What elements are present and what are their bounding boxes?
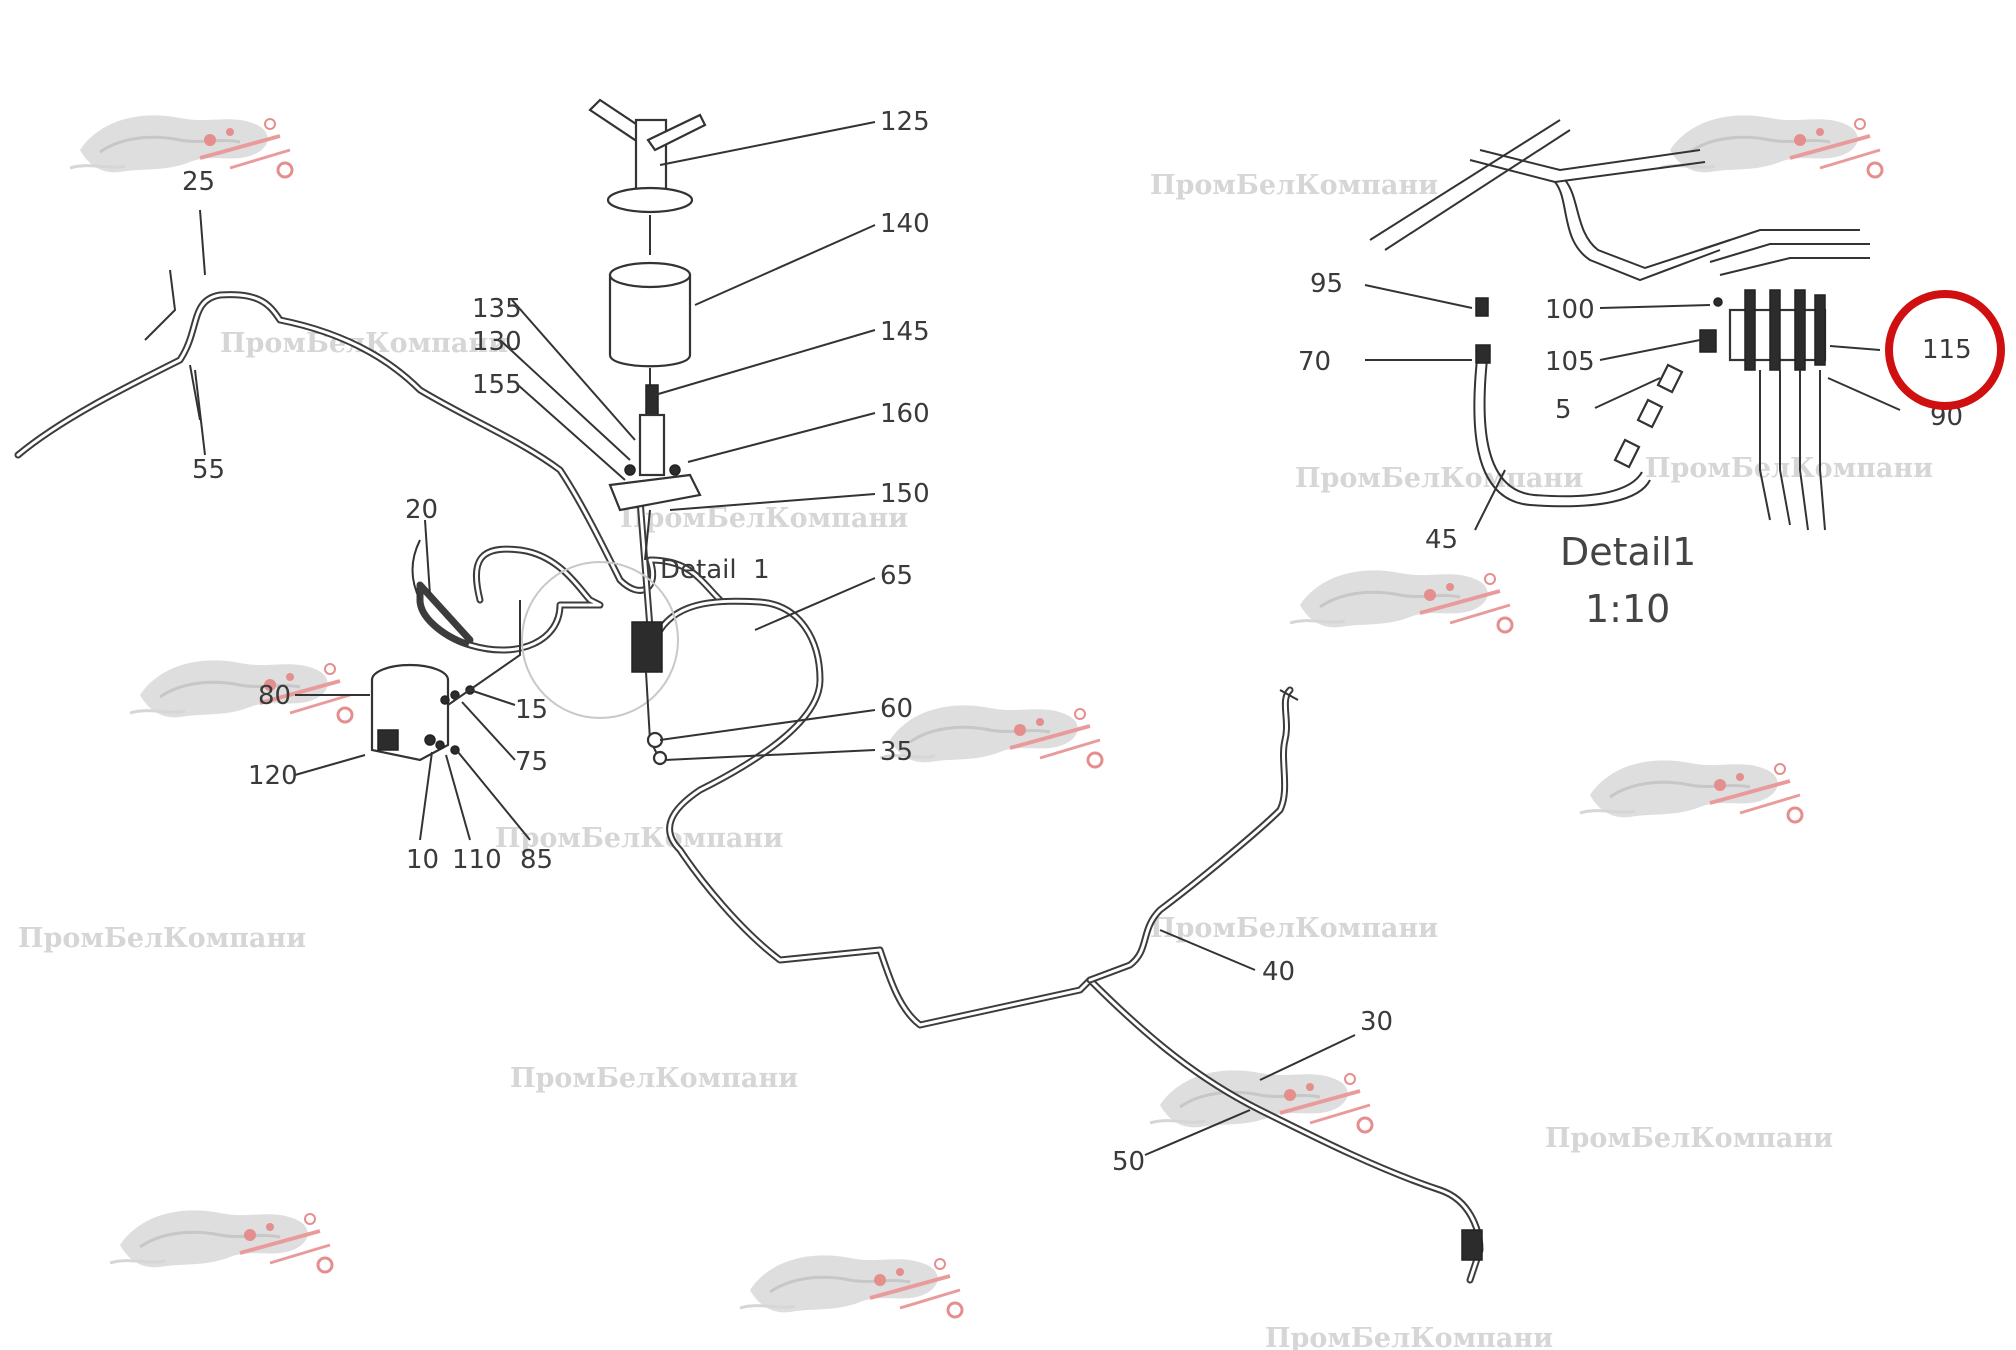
watermark-text: ПромБелКомпани xyxy=(1150,913,1438,944)
callout-5: 5 xyxy=(1555,395,1572,425)
panther-logo-icon xyxy=(1288,568,1514,634)
callout-130: 130 xyxy=(472,327,522,357)
watermark-text: ПромБелКомпани xyxy=(1150,170,1438,201)
callout-15: 15 xyxy=(515,695,548,725)
panther-logo-icon xyxy=(68,113,294,179)
callout-95: 95 xyxy=(1310,269,1343,299)
callout-60: 60 xyxy=(880,694,913,724)
callout-50: 50 xyxy=(1112,1147,1145,1177)
callout-155: 155 xyxy=(472,370,522,400)
callout-65: 65 xyxy=(880,561,913,591)
watermark-layer: ПромБелКомпани ПромБелКомпани ПромБелКом… xyxy=(18,113,1933,1350)
panther-logo-icon xyxy=(128,658,354,724)
callout-30: 30 xyxy=(1360,1007,1393,1037)
callout-120: 120 xyxy=(248,761,298,791)
distributor-block xyxy=(631,621,663,673)
panther-logo-icon xyxy=(878,703,1104,769)
watermark-text: ПромБелКомпани xyxy=(18,923,306,954)
callout-25: 25 xyxy=(182,167,215,197)
watermark-text: ПромБелКомпани xyxy=(1645,453,1933,484)
callout-40: 40 xyxy=(1262,957,1295,987)
callout-85: 85 xyxy=(520,845,553,875)
watermark-text: ПромБелКомпани xyxy=(510,1063,798,1094)
callout-160: 160 xyxy=(880,399,930,429)
callout-135: 135 xyxy=(472,294,522,324)
panther-logo-icon xyxy=(108,1208,334,1274)
detail-inset-title: Detail1 xyxy=(1560,530,1696,574)
pump-exploded-view xyxy=(588,98,707,561)
detail-1-marker-circle xyxy=(521,561,679,719)
callout-100: 100 xyxy=(1545,295,1595,325)
callout-75: 75 xyxy=(515,747,548,777)
panther-logo-icon xyxy=(1658,113,1884,179)
detail-inset-scale: 1:10 xyxy=(1585,587,1670,631)
watermark-text: ПромБелКомпани xyxy=(1295,463,1583,494)
watermark-text: ПромБелКомпани xyxy=(495,823,783,854)
callout-115: 115 xyxy=(1922,335,1972,365)
callout-80: 80 xyxy=(258,681,291,711)
pipe-network xyxy=(14,269,1484,1284)
leader-lines xyxy=(194,121,1901,1156)
highlight-circle xyxy=(1885,290,2005,410)
callout-70: 70 xyxy=(1298,347,1331,377)
callout-110: 110 xyxy=(452,845,502,875)
callout-55: 55 xyxy=(192,455,225,485)
callout-125: 125 xyxy=(880,107,930,137)
watermark-text: ПромБелКомпани xyxy=(1265,1323,1553,1350)
watermark-text: ПромБелКомпани xyxy=(1545,1123,1833,1154)
callout-140: 140 xyxy=(880,209,930,239)
detail-1-inset xyxy=(1369,119,1870,531)
watermark-text: ПромБелКомпани xyxy=(220,328,508,359)
panther-logo-icon xyxy=(1578,758,1804,824)
callout-145: 145 xyxy=(880,317,930,347)
watermark-text: ПромБелКомпани xyxy=(620,503,908,534)
callout-20: 20 xyxy=(405,495,438,525)
detail-1-marker-label: Detail 1 xyxy=(660,555,770,585)
panther-logo-icon xyxy=(738,1253,964,1319)
callout-10: 10 xyxy=(406,845,439,875)
pipe-end-fitting xyxy=(1461,1229,1483,1261)
callout-labels: 125 140 145 135 130 155 160 150 25 55 20… xyxy=(182,107,1972,1177)
callout-150: 150 xyxy=(880,479,930,509)
callout-45: 45 xyxy=(1425,525,1458,555)
callout-35: 35 xyxy=(880,737,913,767)
pump-unit xyxy=(370,600,521,762)
callout-105: 105 xyxy=(1545,347,1595,377)
